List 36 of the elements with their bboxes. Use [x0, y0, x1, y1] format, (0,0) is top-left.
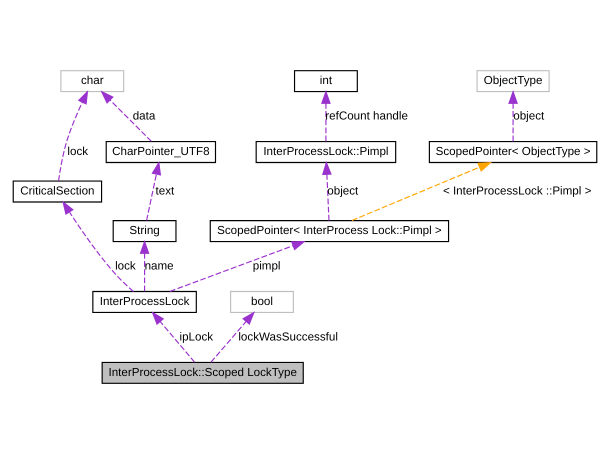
node-box: InterProcessLock [92, 290, 197, 313]
edge-label: text [156, 184, 174, 197]
arrow [321, 89, 331, 141]
arrow [146, 160, 162, 220]
edge-label: refCount handle [325, 108, 408, 122]
edge-label: lockWasSuccessful [238, 330, 338, 343]
arrow [170, 240, 306, 292]
node-box: char [60, 70, 124, 92]
edge-label: pimpl [252, 258, 281, 272]
edge-label: < InterProcessLock ::Pimpl > [442, 184, 592, 197]
edge-label: ipLock [180, 330, 214, 343]
arrow [322, 160, 332, 220]
arrow [508, 89, 518, 141]
node-box: ScopedPointer< InterProcess Lock::Pimpl > [210, 220, 450, 242]
node-box: int [294, 70, 358, 92]
arrow [62, 200, 134, 292]
edge-label: lock [67, 144, 88, 158]
node-box: InterProcessLock::Pimpl [256, 140, 396, 163]
edge-label: object [513, 108, 544, 122]
node-box: CriticalSection [12, 180, 102, 202]
node-box: String [112, 220, 177, 242]
arrow [100, 90, 152, 142]
node-box: ObjectType [476, 70, 550, 92]
arrow [58, 90, 88, 180]
arrow [140, 239, 150, 291]
node-box: InterProcessLock::Scoped LockType [102, 361, 304, 384]
edge-label: lock [115, 258, 136, 272]
node-box: CharPointer_UTF8 [106, 140, 216, 163]
arrow [151, 310, 196, 362]
arrow [352, 162, 492, 221]
node-box: bool [230, 290, 294, 313]
edge-label: data [132, 108, 156, 122]
edge-label: name [144, 258, 174, 272]
edge-label: object [327, 184, 358, 197]
node-box: ScopedPointer< ObjectType > [428, 140, 598, 163]
arrow [210, 310, 255, 362]
